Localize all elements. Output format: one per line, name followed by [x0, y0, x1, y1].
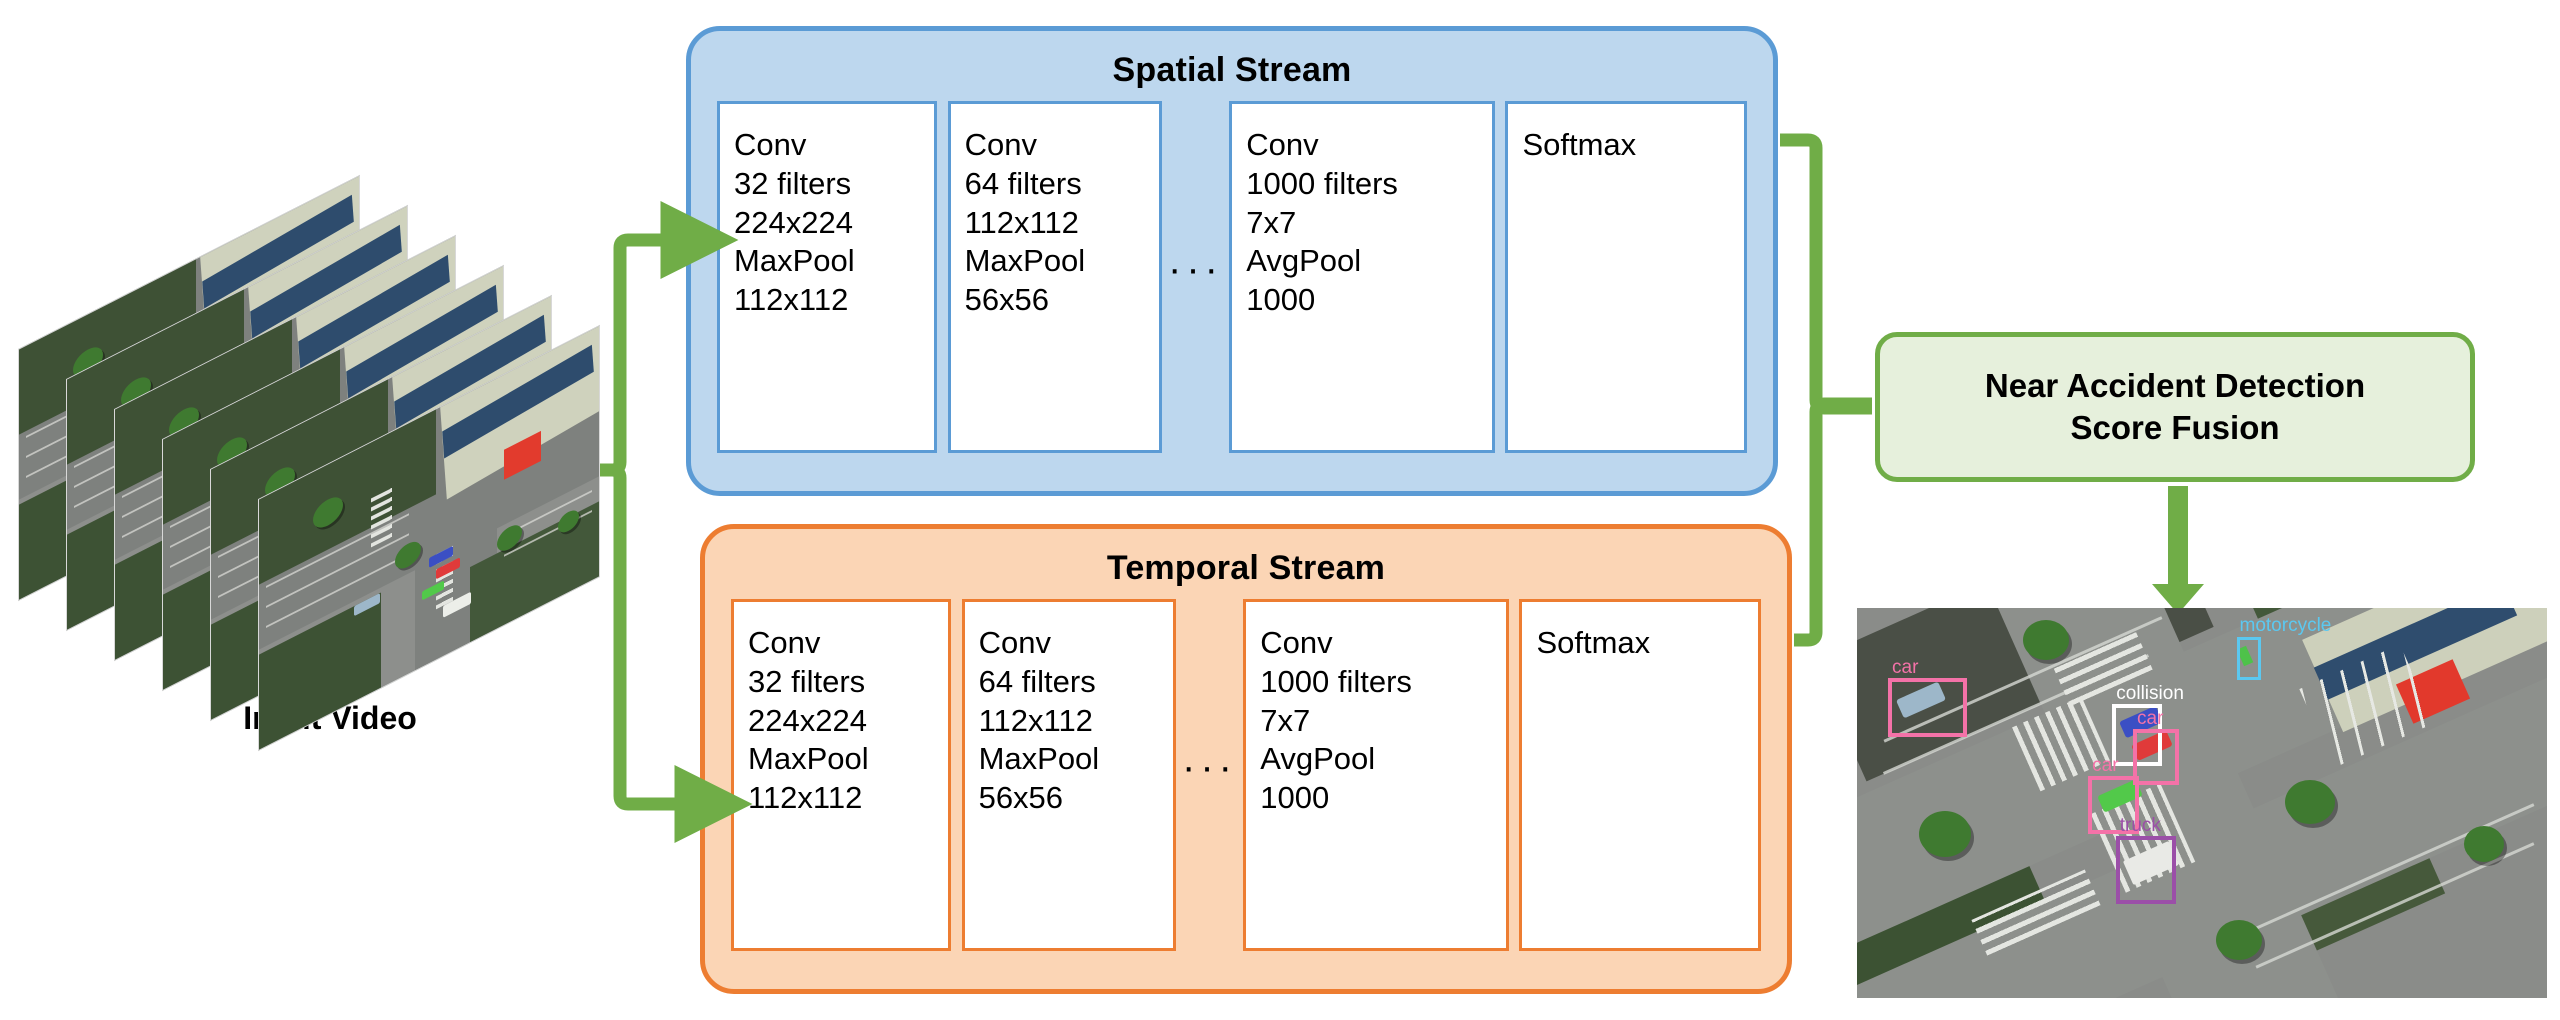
layer-line: Conv: [978, 625, 1051, 660]
layer-line: 224x224: [734, 204, 853, 240]
output-scene: [1857, 608, 2547, 998]
layer-line: Softmax: [1522, 127, 1637, 162]
spatial-layer-row: Conv 32 filters 224x224 MaxPool 112x112 …: [691, 101, 1773, 453]
spacer: [937, 101, 948, 453]
layer-line: 7x7: [1246, 204, 1297, 240]
temporal-conv-2-box[interactable]: Conv 64 filters 112x112 MaxPool 56x56: [961, 599, 1176, 951]
temporal-conv-1-box[interactable]: Conv 32 filters 224x224 MaxPool 112x112: [731, 599, 951, 951]
layer-line: 112x112: [748, 780, 863, 815]
layer-line: Conv: [1246, 127, 1319, 162]
detection-box-motorcycle[interactable]: motorcycle: [2236, 615, 2331, 681]
layer-line: Softmax: [1536, 625, 1651, 660]
layer-line: 112x112: [964, 204, 1079, 240]
detection-label: car: [2092, 754, 2119, 776]
layer-line: 32 filters: [734, 165, 852, 201]
fusion-output-arrow: [2152, 486, 2204, 614]
spatial-conv-1-box[interactable]: Conv 32 filters 224x224 MaxPool 112x112: [717, 101, 937, 453]
spacer: [951, 599, 962, 951]
layer-line: AvgPool: [1246, 243, 1362, 279]
fusion-line-1: Near Accident Detection: [1984, 366, 2366, 404]
layer-line: 1000: [1260, 780, 1330, 815]
spacer: [1509, 599, 1520, 951]
layer-line: 64 filters: [978, 663, 1096, 699]
layer-line: MaxPool: [748, 741, 869, 777]
layer-line: 1000 filters: [1260, 663, 1412, 699]
layer-line: Conv: [1260, 625, 1333, 660]
spatial-softmax-box[interactable]: Softmax: [1505, 101, 1747, 453]
detection-box-car-green[interactable]: car: [2088, 755, 2140, 835]
layer-line: 1000 filters: [1246, 165, 1398, 201]
detection-box-car-left[interactable]: car: [1888, 657, 1968, 737]
detection-label: truck: [2119, 815, 2161, 837]
detection-label: motorcycle: [2239, 615, 2332, 637]
layer-line: Conv: [748, 625, 821, 660]
layer-line: 1000: [1246, 282, 1316, 317]
spatial-ellipsis-icon: ···: [1168, 247, 1223, 291]
layer-line: MaxPool: [978, 741, 1100, 777]
layer-line: AvgPool: [1260, 741, 1376, 777]
spacer: [1495, 101, 1506, 453]
detection-label: collision: [2116, 682, 2184, 704]
layer-line: 32 filters: [748, 663, 866, 699]
spatial-stream-title: Spatial Stream: [1112, 51, 1352, 89]
temporal-conv-n-box[interactable]: Conv 1000 filters 7x7 AvgPool 1000: [1243, 599, 1509, 951]
layer-line: 64 filters: [964, 165, 1082, 201]
temporal-stream-title: Temporal Stream: [1106, 549, 1386, 587]
near-accident-fusion-box[interactable]: Near Accident Detection Score Fusion: [1875, 332, 2475, 482]
layer-line: Conv: [964, 127, 1037, 162]
temporal-ellipsis-icon: ···: [1182, 745, 1237, 789]
layer-line: 112x112: [734, 282, 849, 317]
spatial-conv-n-box[interactable]: Conv 1000 filters 7x7 AvgPool 1000: [1229, 101, 1495, 453]
layer-line: 7x7: [1260, 702, 1311, 738]
layer-line: 56x56: [964, 282, 1050, 317]
temporal-softmax-box[interactable]: Softmax: [1519, 599, 1761, 951]
layer-line: Conv: [734, 127, 807, 162]
merge-arrow-group: [1780, 133, 1872, 647]
detection-label: car: [1892, 657, 1919, 679]
detection-output-image: car motorcycle collision car car truck: [1857, 608, 2547, 998]
layer-line: 224x224: [748, 702, 867, 738]
spatial-stream-panel: Spatial Stream Conv 32 filters 224x224 M…: [686, 26, 1778, 496]
fusion-line-2: Score Fusion: [2070, 409, 2280, 446]
layer-line: MaxPool: [964, 243, 1086, 279]
layer-line: MaxPool: [734, 243, 855, 279]
detection-box-car-red[interactable]: car: [2133, 708, 2179, 786]
layer-line: 112x112: [978, 702, 1093, 738]
detection-box-collision[interactable]: collision: [2112, 683, 2184, 766]
temporal-layer-row: Conv 32 filters 224x224 MaxPool 112x112 …: [705, 599, 1787, 951]
detection-box-truck[interactable]: truck: [2115, 815, 2177, 905]
input-video-stack: [18, 174, 608, 752]
detection-label: car: [2137, 707, 2164, 729]
layer-line: 56x56: [978, 780, 1064, 815]
spatial-conv-2-box[interactable]: Conv 64 filters 112x112 MaxPool 56x56: [947, 101, 1162, 453]
temporal-stream-panel: Temporal Stream Conv 32 filters 224x224 …: [700, 524, 1792, 994]
